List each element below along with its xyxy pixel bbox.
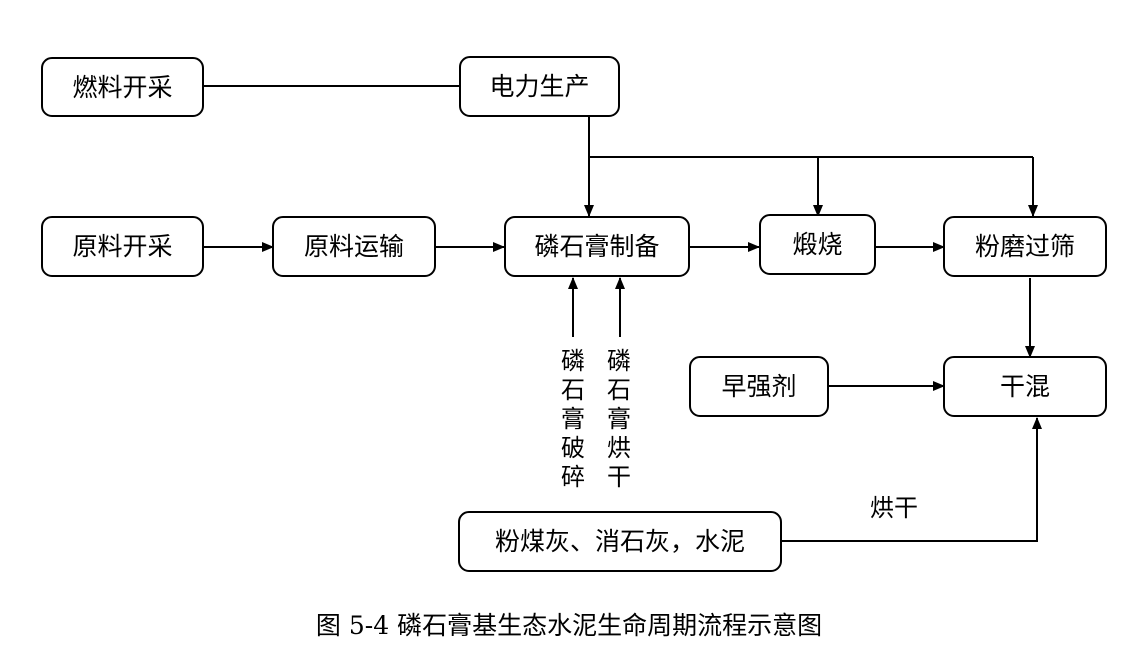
node-grinding-sieving: 粉磨过筛 bbox=[943, 216, 1107, 277]
label-pg-crushing: 磷石膏破碎 bbox=[561, 347, 585, 491]
node-fuel-mining-label: 燃料开采 bbox=[72, 72, 173, 102]
node-raw-transport: 原料运输 bbox=[272, 216, 436, 277]
node-raw-transport-label: 原料运输 bbox=[303, 232, 404, 261]
node-pg-preparation: 磷石膏制备 bbox=[504, 216, 690, 277]
node-calcination-label: 煅烧 bbox=[792, 230, 843, 259]
arrow-additives-to-dry-mix bbox=[781, 417, 1042, 542]
node-raw-mining-label: 原料开采 bbox=[72, 232, 173, 261]
node-dry-mix: 干混 bbox=[943, 356, 1107, 417]
node-fuel-mining: 燃料开采 bbox=[41, 57, 204, 117]
figure-caption: 图 5-4 磷石膏基生态水泥生命周期流程示意图 bbox=[315, 611, 823, 640]
node-raw-mining: 原料开采 bbox=[41, 216, 204, 277]
node-additives-label: 粉煤灰、消石灰，水泥 bbox=[494, 527, 745, 556]
label-drying: 烘干 bbox=[870, 494, 918, 522]
node-early-strength-agent-label: 早强剂 bbox=[721, 372, 797, 401]
node-dry-mix-label: 干混 bbox=[999, 372, 1050, 401]
node-additives: 粉煤灰、消石灰，水泥 bbox=[458, 511, 782, 572]
label-pg-drying: 磷石膏烘干 bbox=[607, 347, 631, 491]
node-grinding-sieving-label: 粉磨过筛 bbox=[974, 232, 1075, 261]
node-power-production-label: 电力生产 bbox=[489, 72, 590, 101]
node-power-production: 电力生产 bbox=[459, 56, 620, 117]
node-pg-preparation-label: 磷石膏制备 bbox=[534, 232, 660, 261]
node-calcination: 煅烧 bbox=[759, 214, 876, 275]
node-early-strength-agent: 早强剂 bbox=[689, 356, 829, 417]
